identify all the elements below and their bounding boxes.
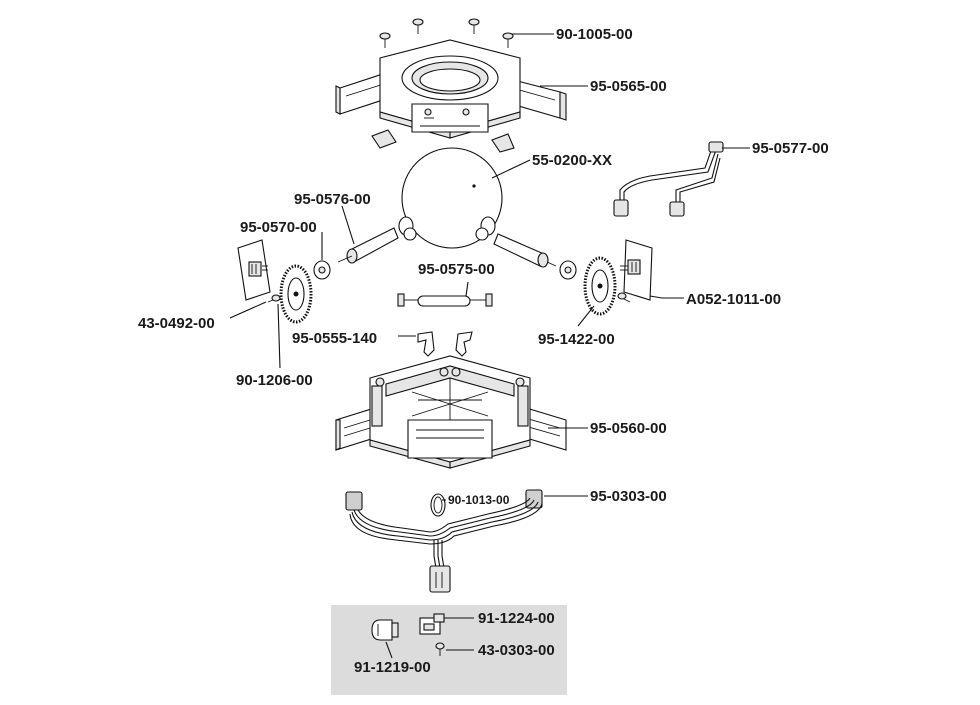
label-95-0303-00: 95-0303-00 [590, 488, 667, 505]
sensor-cable [613, 141, 724, 217]
left-encoder-wheel [279, 264, 313, 324]
right-encoder-wheel [583, 256, 617, 316]
inset-connector [419, 613, 445, 635]
label-91-1224-00: 91-1224-00 [478, 610, 555, 627]
right-small-screw [617, 292, 631, 303]
wire-harness [345, 489, 543, 593]
upper-housing [335, 39, 567, 139]
label-43-0303-00: 43-0303-00 [478, 642, 555, 659]
right-shaft-assembly [475, 216, 577, 280]
label-95-0576-00: 95-0576-00 [294, 191, 371, 208]
label-95-0570-00: 95-0570-00 [240, 219, 317, 236]
label-43-0492-00: 43-0492-00 [138, 315, 215, 332]
lamp [371, 619, 399, 641]
spring-clips [417, 331, 473, 357]
label-90-1206-00: 90-1206-00 [236, 372, 313, 389]
label-90-1005-00: 90-1005-00 [556, 26, 633, 43]
label-90-1013-00: 90-1013-00 [448, 493, 510, 507]
idler-roller [397, 293, 493, 307]
label-95-0575-00: 95-0575-00 [418, 261, 495, 278]
label-A052-1011-00: A052-1011-00 [686, 291, 781, 308]
top-screws [379, 18, 514, 48]
right-encoder-board [620, 239, 653, 301]
callouts: 90-1005-00 95-0565-00 95-0577-00 55-0200… [138, 26, 829, 676]
trackball [401, 147, 503, 249]
label-95-0560-00: 95-0560-00 [590, 420, 667, 437]
label-95-0577-00: 95-0577-00 [752, 140, 829, 157]
inset-screw [435, 642, 445, 656]
left-shaft-assembly [313, 216, 417, 280]
label-95-0555-140: 95-0555-140 [292, 330, 377, 347]
label-91-1219-00: 91-1219-00 [354, 659, 431, 676]
label-55-0200-XX: 55-0200-XX [532, 152, 612, 169]
left-small-screw [267, 294, 281, 303]
label-95-1422-00: 95-1422-00 [538, 331, 615, 348]
ball-retainer-clips [371, 129, 515, 153]
lower-housing [335, 355, 567, 469]
label-95-0565-00: 95-0565-00 [590, 78, 667, 95]
left-encoder-board [237, 239, 271, 301]
